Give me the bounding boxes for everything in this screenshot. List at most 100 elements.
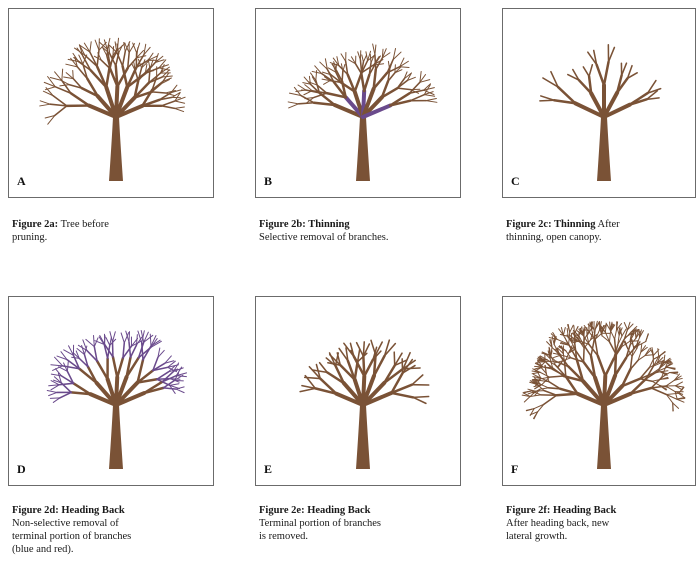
tree-branch [90,52,97,66]
tree-branch [170,384,179,386]
panel-f: F [502,296,696,486]
tree-branch [426,99,436,101]
tree-branch [152,92,166,93]
tree-branch [364,75,369,91]
tree-illustration-e [256,297,462,487]
tree-illustration-f [503,297,697,487]
tree-branch [60,85,69,86]
tree-illustration-d [9,297,215,487]
tree-branch [370,54,371,63]
tree-branch [288,102,298,104]
caption-line-e-2: Terminal portion of branches [259,518,381,529]
panel-letter-c: C [511,174,520,189]
tree-branch [391,393,413,397]
tree-branch [371,340,376,355]
tree-branch [336,64,337,72]
tree-branch [150,334,151,346]
caption-line-a-1: Tree before [58,219,109,230]
tree-branch [298,85,306,90]
panel-a: A [8,8,214,198]
tree-branch [412,375,423,385]
tree-branch [375,45,376,55]
tree-branch [622,63,627,75]
tree-branch [117,358,123,377]
caption-b: Figure 2b: Thinning Selective removal of… [259,218,459,244]
tree-twig [549,347,550,355]
tree-branch [397,88,410,90]
tree-trunk [597,117,611,181]
tree-branch [40,101,50,104]
caption-e: Figure 2e: Heading Back Terminal portion… [259,504,459,543]
tree-branch [357,343,364,357]
tree-branch [544,395,557,404]
tree-branch [413,396,428,397]
panel-letter-b: B [264,174,272,189]
tree-branch [51,365,63,366]
caption-title-c: Figure 2c: Thinning [506,219,595,230]
caption-title-f: Figure 2f: Heading Back [506,505,616,516]
tree-branch [175,108,184,111]
tree-branch [610,330,614,339]
tree-branch [119,45,123,53]
panel-letter-a: A [17,174,26,189]
tree-branch [73,71,74,79]
caption-line-d-2: Non-selective removal of [12,518,119,529]
caption-a: Figure 2a: Tree before pruning. [12,218,212,244]
tree-branch [424,95,434,97]
tree-branch [49,392,57,395]
tree-branch [97,361,108,379]
tree-trunk [356,117,370,181]
tree-branch [598,356,605,376]
tree-branch [47,391,57,393]
caption-f: Figure 2f: Heading Back After heading ba… [506,504,696,543]
tree-branch [375,55,376,70]
caption-line-c-1: After [595,219,619,230]
caption-line-f-3: lateral growth. [506,531,567,542]
caption-line-d-4: (blue and red). [12,544,74,555]
tree-branch [301,90,312,91]
tree-branch [604,62,609,85]
tree-branch [289,104,299,108]
tree-trunk [356,405,370,469]
tree-branch [363,356,364,376]
tree-branch [373,44,375,55]
tree-twig [646,334,649,342]
caption-d: Figure 2d: Heading Back Non-selective re… [12,504,212,556]
tree-twig [673,403,679,408]
tree-branch [595,329,600,339]
tree-branch [123,52,126,66]
tree-branch [300,388,315,391]
tree-branch [324,81,330,85]
tree-branch [597,65,604,86]
tree-illustration-c [503,9,697,199]
tree-branch [161,106,174,109]
tree-branch [609,47,615,61]
caption-line-e-3: is removed. [259,531,308,542]
tree-branch [666,393,678,394]
tree-branch [540,372,550,377]
tree-branch [176,389,184,393]
tree-branch [304,91,312,95]
tree-branch [400,67,409,68]
tree-twig [677,398,685,399]
tree-branch [550,376,564,377]
caption-line-a-2: pruning. [12,232,47,243]
tree-branch [60,392,71,398]
tree-branch [55,357,63,366]
tree-twig [524,396,530,402]
tree-twig [563,327,565,335]
tree-twig [574,326,575,334]
tree-trunk [597,405,611,469]
tree-branch [137,43,140,53]
tree-branch [413,397,426,403]
panel-e: E [255,296,461,486]
tree-branch [426,101,437,103]
tree-branch [106,338,110,346]
tree-branch [40,104,50,106]
tree-branch [584,348,585,362]
tree-branch [94,336,95,347]
caption-line-f-2: After heading back, new [506,518,609,529]
tree-branch [133,43,137,53]
caption-c: Figure 2c: Thinning After thinning, open… [506,218,696,244]
tree-twig [570,325,574,332]
